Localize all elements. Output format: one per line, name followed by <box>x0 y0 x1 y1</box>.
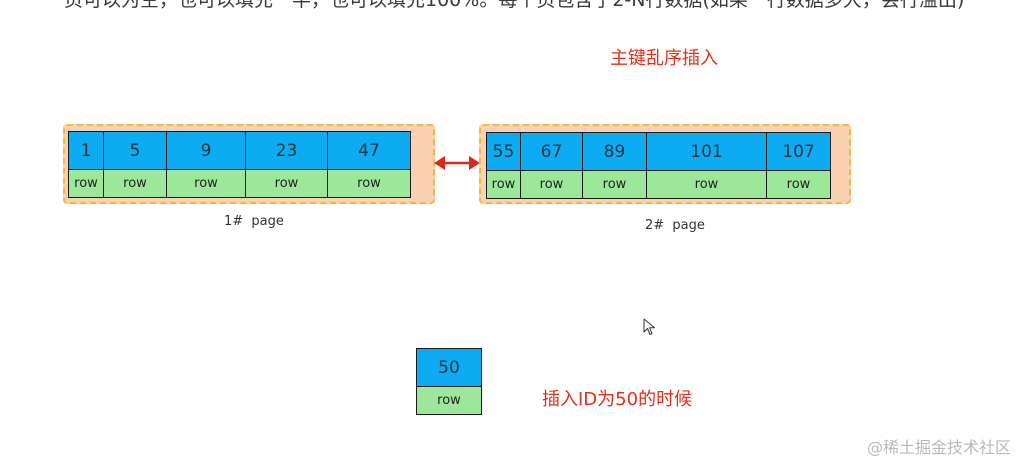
key-cell: 55 <box>487 133 521 171</box>
key-cell: 9 <box>167 132 246 170</box>
page-2-column: 101 row <box>647 133 767 199</box>
top-description-text: 页可以为空，也可以填充一半，也可以填充100%。每个页包含了2-N行数据(如果一… <box>64 0 965 11</box>
page-2-grid: 55 row 67 row 89 row 101 row 107 row <box>486 132 831 199</box>
page-1-column: 5 row <box>104 132 167 198</box>
insert-label: 插入ID为50的时候 <box>542 389 693 410</box>
page-2-column: 67 row <box>521 133 583 199</box>
page-2-caption: 2# page <box>645 218 705 233</box>
row-cell: row <box>487 171 521 199</box>
new-record-row-cell: row <box>417 387 482 415</box>
page-1-column: 1 row <box>69 132 104 198</box>
key-cell: 1 <box>69 132 104 170</box>
row-cell: row <box>328 170 411 198</box>
row-cell: row <box>583 171 647 199</box>
page-1-column: 23 row <box>246 132 328 198</box>
row-cell: row <box>167 170 246 198</box>
row-cell: row <box>104 170 167 198</box>
new-record: 50 row <box>416 348 482 415</box>
double-arrow-icon <box>434 156 480 170</box>
mouse-cursor-icon <box>643 318 655 335</box>
key-cell: 23 <box>246 132 328 170</box>
key-cell: 101 <box>647 133 767 171</box>
watermark: @稀土掘金技术社区 <box>866 438 1011 457</box>
page-1-grid: 1 row 5 row 9 row 23 row 47 row <box>68 131 411 198</box>
row-cell: row <box>69 170 104 198</box>
key-cell: 47 <box>328 132 411 170</box>
key-cell: 107 <box>767 133 831 171</box>
row-cell: row <box>246 170 328 198</box>
page-2-column: 55 row <box>487 133 521 199</box>
row-cell: row <box>767 171 831 199</box>
row-cell: row <box>521 171 583 199</box>
key-cell: 67 <box>521 133 583 171</box>
page-1-caption: 1# page <box>224 214 284 229</box>
row-cell: row <box>647 171 767 199</box>
key-cell: 5 <box>104 132 167 170</box>
diagram-title: 主键乱序插入 <box>610 48 718 69</box>
new-record-key-cell: 50 <box>417 349 482 387</box>
page-1-column: 9 row <box>167 132 246 198</box>
key-cell: 89 <box>583 133 647 171</box>
page-2-column: 107 row <box>767 133 831 199</box>
page-2-column: 89 row <box>583 133 647 199</box>
page-1-column: 47 row <box>328 132 411 198</box>
